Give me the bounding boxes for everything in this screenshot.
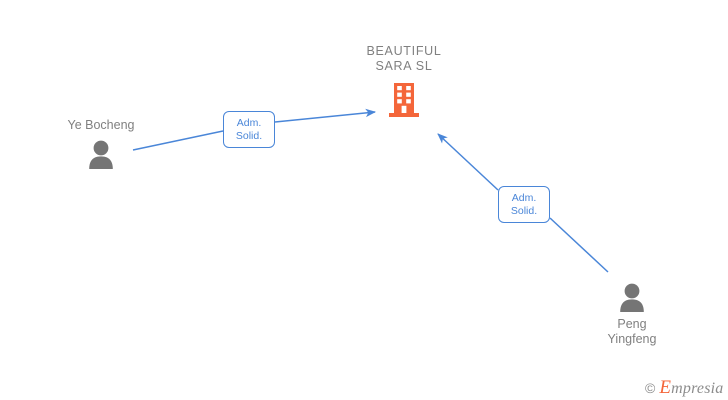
watermark: © Empresia bbox=[645, 378, 724, 397]
edge-left-segment-1 bbox=[132, 130, 224, 151]
edge-left-segment-2 bbox=[274, 108, 377, 123]
copyright-icon: © bbox=[645, 379, 656, 396]
brand-initial: E bbox=[659, 377, 672, 398]
brand-name: Empresia bbox=[659, 378, 723, 397]
relation-label-ye-bocheng[interactable]: Adm. Solid. bbox=[223, 111, 275, 148]
person-icon-wrap bbox=[36, 140, 166, 169]
person-node-peng-yingfeng[interactable]: Peng Yingfeng bbox=[567, 283, 697, 347]
relation-label-peng-yingfeng[interactable]: Adm. Solid. bbox=[498, 186, 550, 223]
person-node-ye-bocheng[interactable]: Ye Bocheng bbox=[36, 118, 166, 169]
company-node[interactable]: BEAUTIFUL SARA SL bbox=[340, 44, 468, 117]
brand-rest: mpresia bbox=[671, 380, 724, 397]
edge-right-segment-2 bbox=[437, 133, 499, 191]
person-icon bbox=[620, 283, 644, 312]
company-icon-wrap bbox=[340, 83, 468, 117]
person-name-label: Peng Yingfeng bbox=[607, 317, 657, 346]
person-name-label: Ye Bocheng bbox=[67, 118, 135, 132]
edge-right-segment-1 bbox=[549, 217, 609, 273]
building-icon bbox=[389, 83, 419, 117]
person-icon bbox=[89, 140, 113, 169]
company-name-label: BEAUTIFUL SARA SL bbox=[366, 44, 442, 73]
person-icon-wrap bbox=[567, 283, 697, 312]
